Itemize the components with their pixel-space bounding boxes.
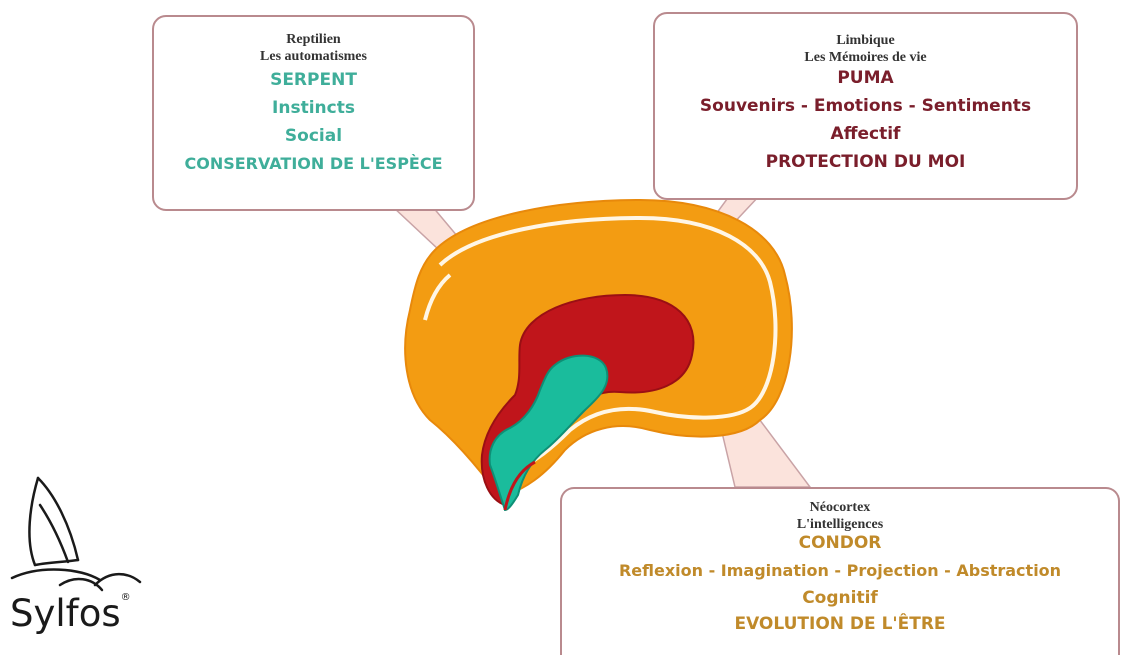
- limbique-callout: Limbique Les Mémoires de vie PUMA Souven…: [653, 12, 1078, 200]
- limbique-animal: PUMA: [655, 68, 1076, 88]
- reptilien-subtitle: Les automatismes: [154, 48, 473, 65]
- reptilien-animal: SERPENT: [154, 70, 473, 90]
- neocortex-line3: EVOLUTION DE L'ÊTRE: [562, 614, 1118, 634]
- reptilien-line3: CONSERVATION DE L'ESPÈCE: [154, 154, 473, 173]
- limbique-subtitle: Les Mémoires de vie: [655, 49, 1076, 66]
- reptilien-line1: Instincts: [154, 98, 473, 118]
- reptilien-title: Reptilien: [154, 31, 473, 48]
- neocortex-subtitle: L'intelligences: [562, 516, 1118, 533]
- neocortex-animal: CONDOR: [562, 533, 1118, 553]
- sylfos-registered-mark: ®: [121, 592, 131, 603]
- limbique-line1: Souvenirs - Emotions - Sentiments: [655, 96, 1076, 116]
- sylfos-sail-icon: [12, 478, 140, 590]
- neocortex-title: Néocortex: [562, 499, 1118, 516]
- sylfos-name: Sylfos: [10, 592, 121, 635]
- reptilien-line2: Social: [154, 126, 473, 146]
- neocortex-line1: Reflexion - Imagination - Projection - A…: [562, 561, 1118, 580]
- reptilien-callout: Reptilien Les automatismes SERPENT Insti…: [152, 15, 475, 211]
- limbique-title: Limbique: [655, 32, 1076, 49]
- limbique-line3: PROTECTION DU MOI: [655, 152, 1076, 172]
- sylfos-logo-text: Sylfos®: [10, 592, 131, 635]
- neocortex-callout: Néocortex L'intelligences CONDOR Reflexi…: [560, 487, 1120, 655]
- limbique-line2: Affectif: [655, 124, 1076, 144]
- neocortex-line2: Cognitif: [562, 588, 1118, 608]
